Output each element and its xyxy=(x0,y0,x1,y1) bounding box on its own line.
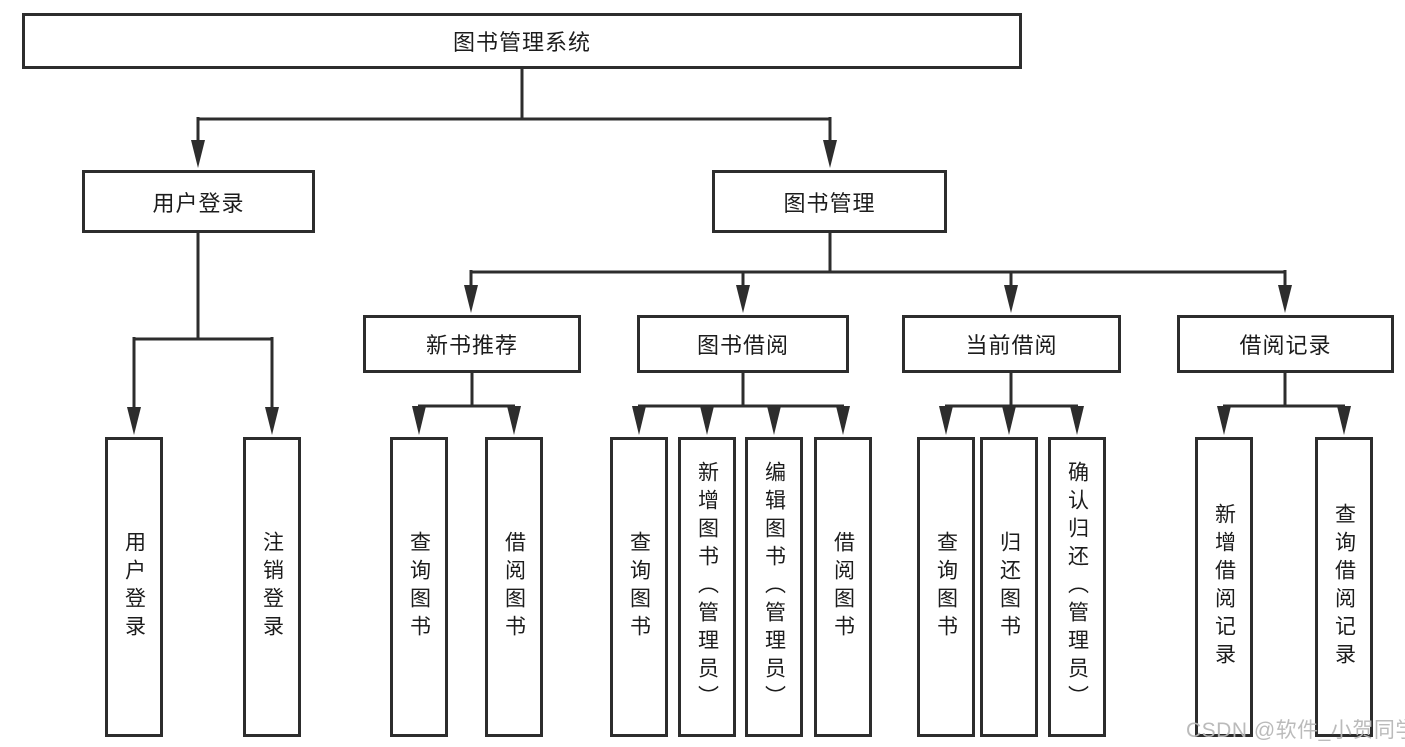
leaf-logout-label: 注销登录 xyxy=(260,531,284,643)
connector-book-management-to-level3 xyxy=(464,233,1292,313)
leaf-query-borrow-record: 查询借阅记录 xyxy=(1315,437,1373,737)
leaf-borrow-books-label: 借阅图书 xyxy=(831,531,855,643)
leaf-logout: 注销登录 xyxy=(243,437,301,737)
leaf-borrow-books: 借阅图书 xyxy=(814,437,872,737)
connector-new-book-recommend-to-leaves xyxy=(412,373,521,435)
leaf-query-borrow-record-label: 查询借阅记录 xyxy=(1332,503,1356,671)
leaf-query-books-borrow-label: 查询图书 xyxy=(627,531,651,643)
leaf-confirm-return-admin-label: 确认归还（管理员） xyxy=(1065,461,1089,713)
node-book-management: 图书管理 xyxy=(712,170,947,233)
leaf-add-books-admin: 新增图书（管理员） xyxy=(678,437,736,737)
node-new-book-recommend-label: 新书推荐 xyxy=(425,333,518,358)
node-root-label: 图书管理系统 xyxy=(452,30,591,55)
leaf-return-books-label: 归还图书 xyxy=(997,531,1021,643)
leaf-add-books-admin-label: 新增图书（管理员） xyxy=(695,461,719,713)
leaf-user-login-label: 用户登录 xyxy=(122,531,146,643)
leaf-user-login: 用户登录 xyxy=(105,437,163,737)
leaf-query-books-current-label: 查询图书 xyxy=(934,531,958,643)
leaf-add-borrow-record: 新增借阅记录 xyxy=(1195,437,1253,737)
connector-book-borrowing-to-leaves xyxy=(632,373,850,435)
leaf-query-books-recommend-label: 查询图书 xyxy=(407,531,431,643)
node-book-borrowing: 图书借阅 xyxy=(637,315,849,373)
connector-borrowing-records-to-leaves xyxy=(1217,373,1351,435)
leaf-query-books-borrow: 查询图书 xyxy=(610,437,668,737)
leaf-edit-books-admin: 编辑图书（管理员） xyxy=(745,437,803,737)
leaf-add-borrow-record-label: 新增借阅记录 xyxy=(1212,503,1236,671)
node-root: 图书管理系统 xyxy=(22,13,1022,69)
node-new-book-recommend: 新书推荐 xyxy=(363,315,581,373)
node-current-borrowing-label: 当前借阅 xyxy=(965,333,1058,358)
leaf-edit-books-admin-label: 编辑图书（管理员） xyxy=(762,461,786,713)
watermark-text: CSDN @软件_小贺同学 xyxy=(1186,719,1405,742)
leaf-return-books: 归还图书 xyxy=(980,437,1038,737)
node-borrowing-records-label: 借阅记录 xyxy=(1239,333,1332,358)
leaf-query-books-recommend: 查询图书 xyxy=(390,437,448,737)
node-user-login: 用户登录 xyxy=(82,170,315,233)
leaf-borrow-books-recommend: 借阅图书 xyxy=(485,437,543,737)
leaf-borrow-books-recommend-label: 借阅图书 xyxy=(502,531,526,643)
leaf-query-books-current: 查询图书 xyxy=(917,437,975,737)
connector-user-login-to-leaves xyxy=(127,233,279,435)
connector-current-borrowing-to-leaves xyxy=(939,373,1084,435)
node-user-login-label: 用户登录 xyxy=(152,190,245,216)
node-book-borrowing-label: 图书借阅 xyxy=(696,333,789,358)
node-book-management-label: 图书管理 xyxy=(783,190,876,216)
leaf-confirm-return-admin: 确认归还（管理员） xyxy=(1048,437,1106,737)
node-borrowing-records: 借阅记录 xyxy=(1177,315,1394,373)
connector-root-to-level2 xyxy=(191,69,837,168)
node-current-borrowing: 当前借阅 xyxy=(902,315,1121,373)
